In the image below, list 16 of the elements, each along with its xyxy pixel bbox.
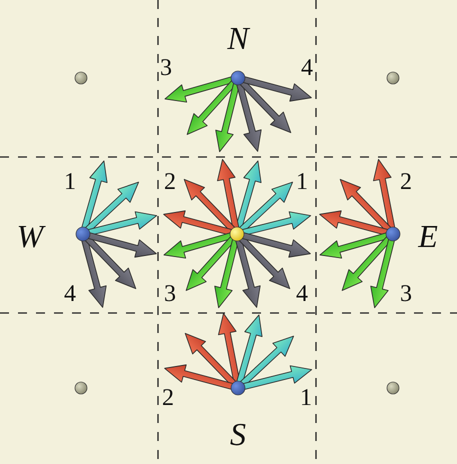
quadrant-number: 2	[162, 386, 174, 410]
quadrant-number: 3	[400, 282, 412, 306]
compass-letter: E	[418, 220, 438, 252]
quadrant-number: 4	[64, 282, 76, 306]
quadrant-number: 4	[301, 56, 313, 80]
quadrant-number: 3	[164, 282, 176, 306]
quadrant-number: 1	[300, 386, 312, 410]
quadrant-number: 2	[164, 170, 176, 194]
quadrant-number: 4	[296, 282, 308, 306]
quadrant-number: 1	[296, 170, 308, 194]
quadrant-number: 3	[160, 56, 172, 80]
compass-letter: N	[227, 22, 249, 54]
compass-letter: S	[230, 418, 246, 450]
compass-letter: W	[16, 220, 44, 252]
quadrant-number: 1	[64, 170, 76, 194]
quadrant-number: 2	[400, 170, 412, 194]
